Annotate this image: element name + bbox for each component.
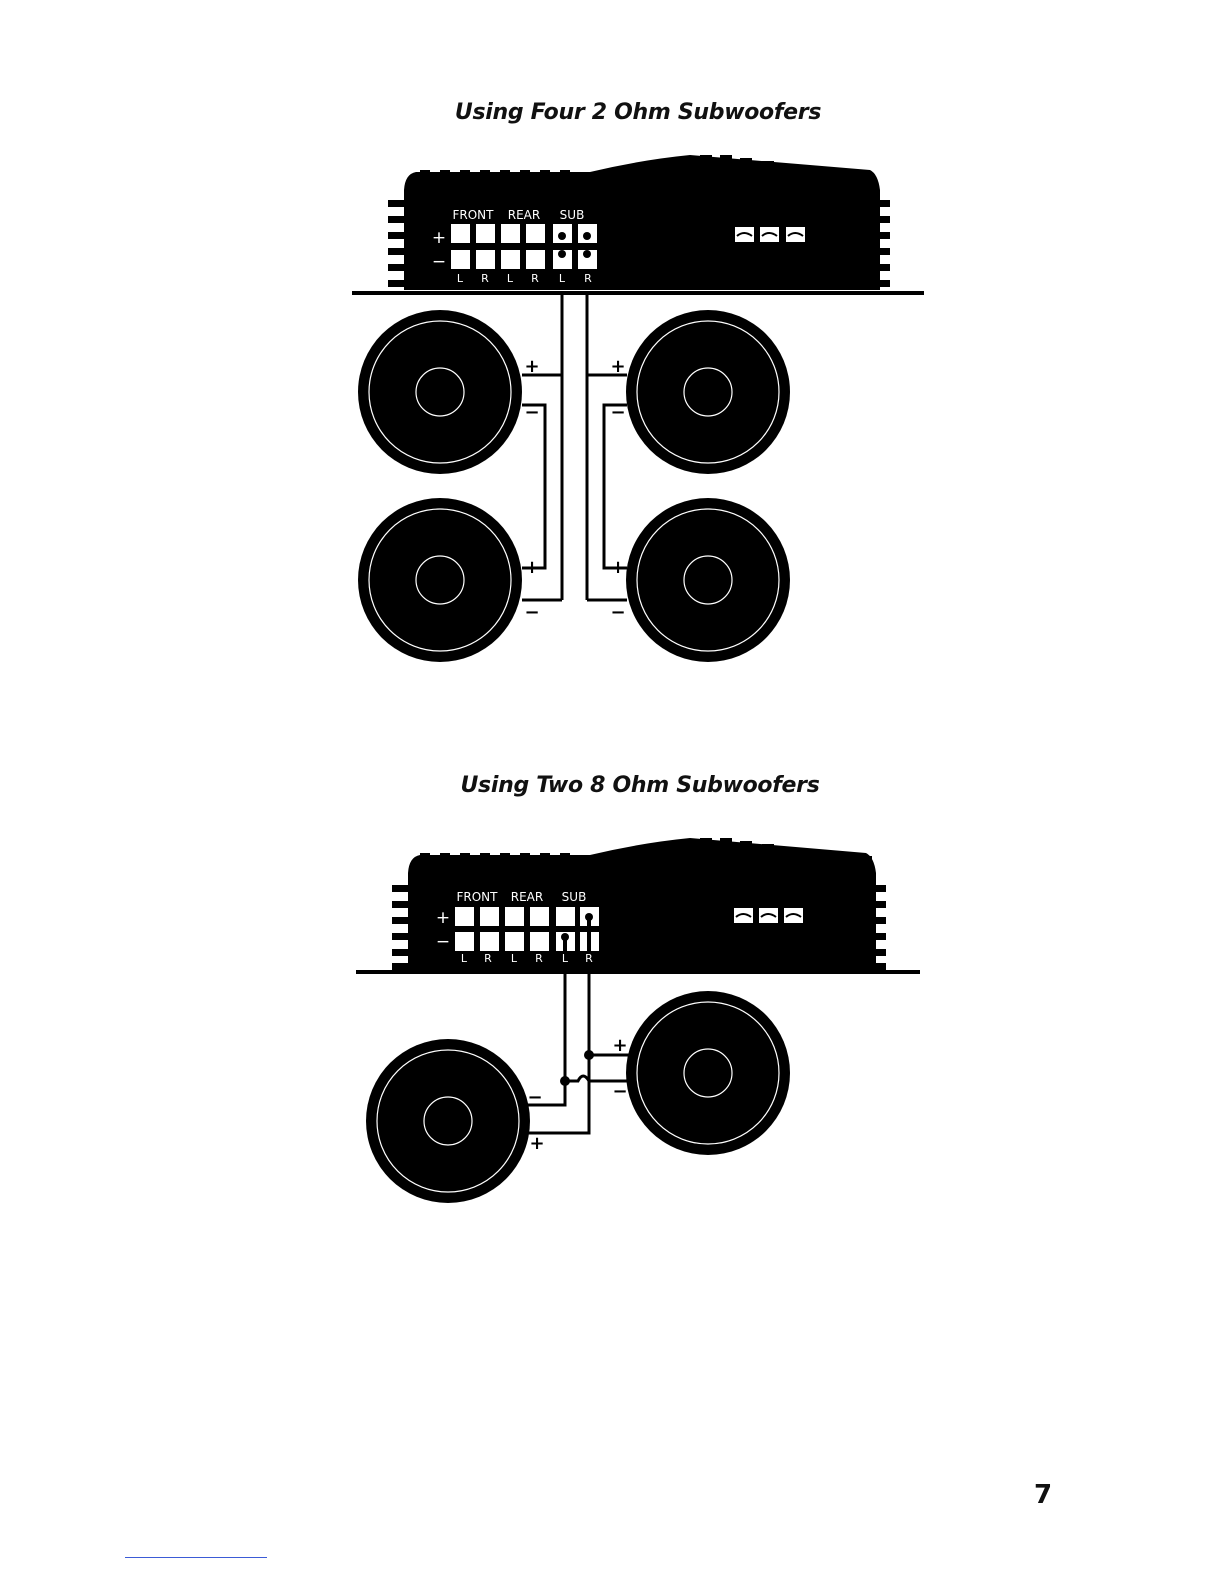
plus-row-label: +: [432, 228, 446, 248]
subwoofer: [358, 498, 522, 662]
front-group-label: FRONT: [457, 890, 499, 904]
terminal-label: −: [524, 402, 539, 423]
sub-group-label: SUB: [560, 208, 585, 222]
subwoofer: [366, 1039, 530, 1203]
amplifier: FRONT REAR SUB + − L R L R L R: [356, 838, 920, 972]
channel-label: R: [531, 272, 539, 285]
diagram-title: Using Four 2 Ohm Subwoofers: [26, 100, 1224, 125]
footer-rule: [125, 1557, 267, 1558]
channel-label: R: [584, 272, 592, 285]
diagram-title: Using Two 8 Ohm Subwoofers: [28, 773, 1224, 798]
terminal-label: +: [524, 356, 539, 377]
channel-label: R: [585, 952, 593, 965]
subwoofer: [358, 310, 522, 474]
subwoofer: [626, 310, 790, 474]
channel-label: L: [511, 952, 518, 965]
four-subwoofer-wiring-diagram: FRONT REAR SUB + − L R L R L R: [0, 150, 1224, 670]
amplifier: FRONT REAR SUB + − L R L R L R: [352, 155, 924, 293]
plus-row-label: +: [436, 908, 450, 928]
terminal-label: +: [529, 1133, 544, 1154]
channel-label: L: [461, 952, 468, 965]
sub-group-label: SUB: [562, 890, 587, 904]
terminal-label: +: [610, 356, 625, 377]
channel-label: R: [481, 272, 489, 285]
terminal-label: +: [610, 557, 625, 578]
channel-label: L: [562, 952, 569, 965]
minus-row-label: −: [432, 252, 446, 272]
speaker-wires: [522, 295, 627, 600]
rear-group-label: REAR: [508, 208, 540, 222]
terminal-label: −: [527, 1087, 542, 1108]
terminal-label: −: [524, 602, 539, 623]
page-number: 7: [1034, 1480, 1052, 1510]
two-subwoofer-wiring-diagram: FRONT REAR SUB + − L R L R L R + − − +: [0, 833, 1224, 1213]
channel-label: L: [559, 272, 566, 285]
channel-label: L: [507, 272, 514, 285]
channel-label: L: [457, 272, 464, 285]
subwoofer: [626, 991, 790, 1155]
channel-label: R: [535, 952, 543, 965]
minus-row-label: −: [436, 932, 450, 952]
channel-label: R: [484, 952, 492, 965]
terminal-label: +: [524, 557, 539, 578]
terminal-label: −: [612, 1081, 627, 1102]
terminal-label: −: [610, 402, 625, 423]
subwoofer: [626, 498, 790, 662]
rear-group-label: REAR: [511, 890, 543, 904]
front-group-label: FRONT: [453, 208, 495, 222]
terminal-label: −: [610, 602, 625, 623]
terminal-label: +: [612, 1035, 627, 1056]
